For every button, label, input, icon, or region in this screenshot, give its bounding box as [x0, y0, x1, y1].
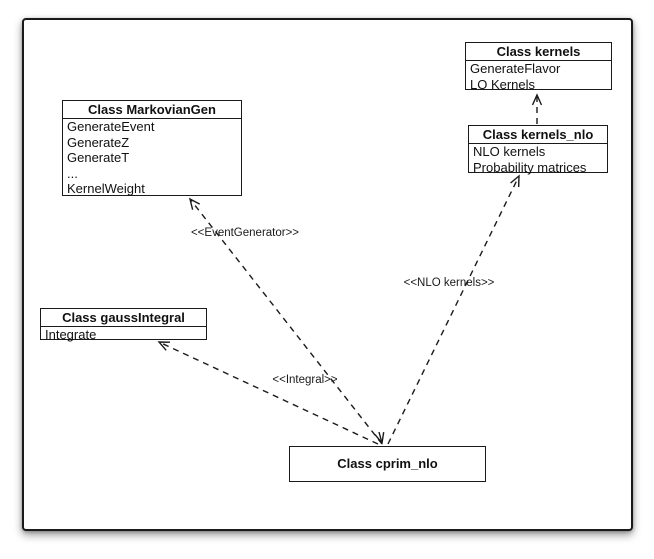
class-member: LO Kernels — [470, 76, 536, 92]
class-member: ... — [67, 165, 78, 181]
class-member: NLO kernels — [473, 144, 546, 159]
arrow-cprim-to-gaussintegral — [157, 341, 379, 445]
dependency-label-nlo-kernels: <<NLO kernels>> — [403, 277, 495, 289]
dependency-label-integral: <<Integral>> — [272, 374, 338, 386]
arrow-cprim-to-markoviangen — [188, 197, 383, 445]
arrowhead-at-cprim-top — [374, 431, 385, 445]
class-member: GenerateT — [67, 150, 130, 165]
class-title: Class MarkovianGen — [63, 101, 241, 119]
dependency-arrows-layer — [157, 93, 543, 445]
class-title: Class cprim_nlo — [337, 456, 438, 471]
class-member: KernelWeight — [67, 181, 145, 196]
class-box-kernels-nlo: Class kernels_nlo NLO kernels Probabilit… — [468, 125, 608, 175]
class-title: Class gaussIntegral — [41, 309, 206, 327]
class-box-kernels: Class kernels GenerateFlavor LO Kernels — [465, 42, 612, 92]
class-title: Class kernels_nlo — [469, 126, 607, 144]
diagram-frame: Class MarkovianGen GenerateEvent Generat… — [22, 18, 633, 531]
class-box-markoviangen: Class MarkovianGen GenerateEvent Generat… — [62, 100, 242, 196]
class-box-gaussintegral: Class gaussIntegral Integrate — [40, 308, 207, 342]
class-member: Probability matrices — [473, 159, 587, 175]
class-member: GenerateFlavor — [470, 61, 561, 76]
class-box-cprim-nlo: Class cprim_nlo — [289, 446, 486, 482]
dependency-label-eventgenerator: <<EventGenerator>> — [190, 227, 300, 239]
class-member: GenerateEvent — [67, 119, 155, 134]
class-title: Class kernels — [466, 43, 611, 61]
arrow-cprim-to-kernelsnlo — [387, 174, 520, 445]
class-member: GenerateZ — [67, 134, 130, 150]
class-member: Integrate — [45, 327, 97, 342]
